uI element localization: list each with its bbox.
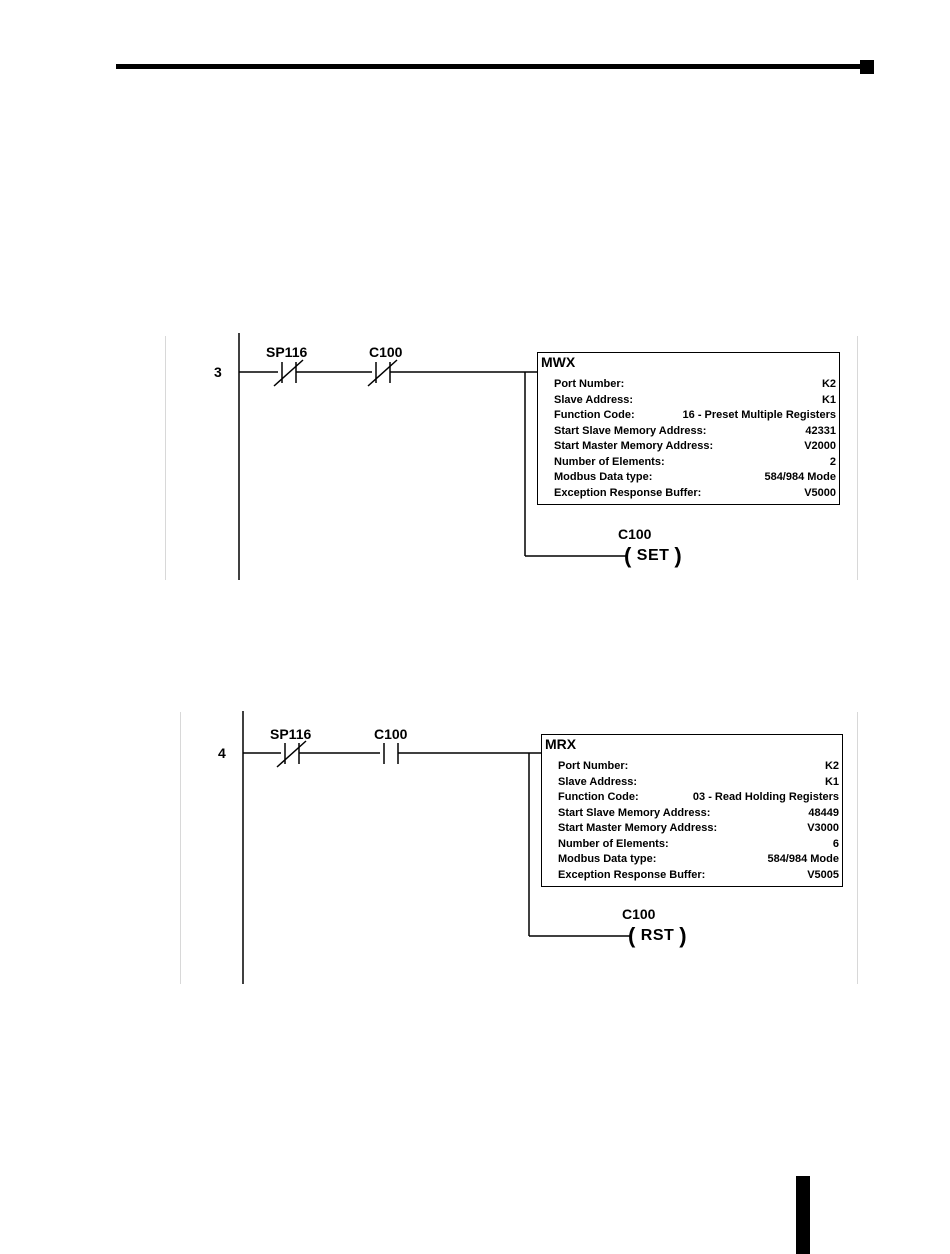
instruction-params: Port Number: K2 Slave Address: K1 Function… [558, 759, 839, 883]
contact-label: C100 [369, 344, 403, 360]
param-value: 03 - Read Holding Registers [692, 791, 839, 803]
param-label: Exception Response Buffer: [558, 868, 706, 881]
param-row: Port Number: K2 [554, 377, 836, 393]
param-label: Modbus Data type: [558, 853, 657, 865]
param-row: Start Master Memory Address: V3000 [558, 821, 839, 837]
coil-action-label: RST [640, 927, 675, 944]
param-row: Number of Elements: 2 [554, 455, 836, 471]
param-value: 48449 [808, 806, 839, 819]
coil-label: C100 [622, 906, 656, 922]
param-value: K2 [821, 378, 836, 390]
param-label: Number of Elements: [554, 455, 665, 468]
coil-right-paren: ) [679, 923, 688, 948]
header-rule-end-marker [860, 60, 874, 74]
param-label: Function Code: [558, 791, 639, 803]
mwx-instruction-box[interactable]: MWX Port Number: K2 Slave Address: K1 Func… [537, 352, 840, 505]
param-row: Function Code: 03 - Read Holding Register… [558, 790, 839, 806]
rung-number: 4 [218, 745, 226, 761]
param-value: K1 [821, 393, 836, 406]
param-value: V5005 [807, 868, 839, 881]
instruction-params: Port Number: K2 Slave Address: K1 Function… [554, 377, 836, 501]
coil-right-paren: ) [674, 543, 683, 568]
param-value: V2000 [804, 440, 836, 452]
param-label: Start Master Memory Address: [554, 440, 714, 452]
param-label: Number of Elements: [558, 837, 669, 850]
contact-c100-closed-slash [367, 359, 398, 387]
param-label: Start Slave Memory Address: [558, 806, 711, 819]
param-label: Port Number: [558, 760, 629, 772]
param-label: Slave Address: [558, 775, 638, 788]
param-row: Start Slave Memory Address: 48449 [558, 806, 839, 822]
param-row: Modbus Data type: 584/984 Mode [554, 470, 836, 486]
param-value: 6 [832, 837, 839, 850]
header-rule [116, 64, 864, 69]
param-label: Port Number: [554, 378, 625, 390]
rung-frame-right [857, 712, 858, 984]
ladder-rung-4: 4 SP116 C100 MRX Port Number: K2 Slave Ad… [180, 711, 858, 984]
param-label: Start Slave Memory Address: [554, 424, 707, 437]
contact-sp116-closed-slash [276, 740, 307, 768]
param-value: 2 [829, 455, 836, 468]
param-row: Modbus Data type: 584/984 Mode [558, 852, 839, 868]
param-value: K2 [824, 760, 839, 772]
contact-sp116-closed-slash [273, 359, 304, 387]
contact-label: SP116 [270, 726, 312, 742]
coil-action-label: SET [636, 547, 670, 564]
coil-left-paren: ( [628, 923, 636, 948]
param-value: V3000 [807, 822, 839, 834]
contact-label: SP116 [266, 344, 308, 360]
param-label: Slave Address: [554, 393, 634, 406]
mrx-instruction-box[interactable]: MRX Port Number: K2 Slave Address: K1 Func… [541, 734, 843, 887]
param-row: Exception Response Buffer: V5000 [554, 486, 836, 502]
param-row: Exception Response Buffer: V5005 [558, 868, 839, 884]
param-label: Modbus Data type: [554, 471, 653, 483]
param-value: K1 [824, 775, 839, 788]
param-value: 584/984 Mode [767, 853, 839, 865]
rung-frame-left [165, 336, 166, 580]
ladder-rung-3: 3 SP116 C100 MWX Port Number: K2 Slave Ad… [0, 0, 950, 600]
param-row: Number of Elements: 6 [558, 837, 839, 853]
coil-rst[interactable]: ( RST ) [628, 923, 687, 949]
contact-label: C100 [374, 726, 408, 742]
param-value: V5000 [804, 486, 836, 499]
param-value: 16 - Preset Multiple Registers [682, 409, 836, 421]
param-row: Function Code: 16 - Preset Multiple Regis… [554, 408, 836, 424]
param-row: Slave Address: K1 [558, 775, 839, 791]
rung-frame-right [857, 336, 858, 580]
coil-set[interactable]: ( SET ) [624, 543, 682, 569]
rung-3-wiring [238, 333, 626, 580]
rung-frame-left [180, 712, 181, 984]
param-value: 42331 [805, 424, 836, 437]
param-row: Port Number: K2 [558, 759, 839, 775]
param-label: Function Code: [554, 409, 635, 421]
coil-label: C100 [618, 526, 652, 542]
rung-4-wiring [242, 711, 630, 984]
param-row: Start Slave Memory Address: 42331 [554, 424, 836, 440]
param-row: Slave Address: K1 [554, 393, 836, 409]
param-row: Start Master Memory Address: V2000 [554, 439, 836, 455]
param-value: 584/984 Mode [764, 471, 836, 483]
param-label: Start Master Memory Address: [558, 822, 718, 834]
instruction-name: MRX [545, 736, 577, 752]
page-edge-tab [796, 1176, 810, 1254]
instruction-name: MWX [541, 354, 576, 370]
coil-left-paren: ( [624, 543, 632, 568]
rung-number: 3 [214, 364, 222, 380]
param-label: Exception Response Buffer: [554, 486, 702, 499]
